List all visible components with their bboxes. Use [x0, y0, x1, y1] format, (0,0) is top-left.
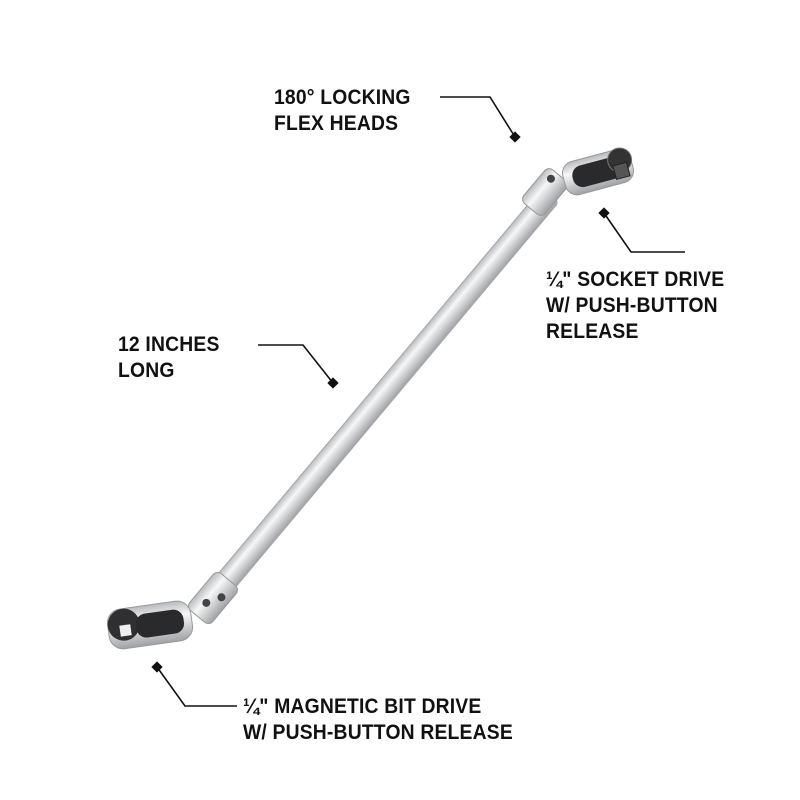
leader-flex-heads	[440, 96, 516, 138]
callout-line: LONG	[118, 359, 175, 382]
leader-bit-drive	[156, 666, 237, 707]
bottom-flex-head	[106, 571, 238, 650]
callout-line: W/ PUSH-BUTTON	[546, 294, 718, 317]
callout-line: 180° LOCKING	[274, 86, 411, 109]
marker-diamond-icon	[327, 377, 339, 389]
callout-socket-drive: ¼" SOCKET DRIVE W/ PUSH-BUTTON RELEASE	[546, 267, 724, 345]
leader-socket-drive	[603, 212, 685, 253]
callout-line: 12 INCHES	[118, 333, 220, 356]
marker-diamond-icon	[509, 131, 521, 143]
callout-length: 12 INCHES LONG	[118, 332, 220, 384]
wrench-shaft	[202, 189, 558, 607]
callout-line: W/ PUSH-BUTTON RELEASE	[243, 721, 513, 744]
callout-line: FLEX HEADS	[274, 112, 399, 135]
callout-line: ¼" SOCKET DRIVE	[546, 268, 725, 291]
callout-line: RELEASE	[546, 320, 639, 343]
top-flex-head	[522, 147, 635, 216]
leader-markers	[151, 131, 610, 673]
marker-diamond-icon	[598, 207, 610, 219]
leader-length	[258, 344, 334, 384]
leader-lines	[156, 96, 685, 707]
callout-bit-drive: ¼" MAGNETIC BIT DRIVE W/ PUSH-BUTTON REL…	[243, 694, 513, 746]
callout-flex-heads: 180° LOCKING FLEX HEADS	[274, 85, 411, 137]
marker-diamond-icon	[151, 661, 163, 673]
callout-line: ¼" MAGNETIC BIT DRIVE	[243, 695, 482, 718]
